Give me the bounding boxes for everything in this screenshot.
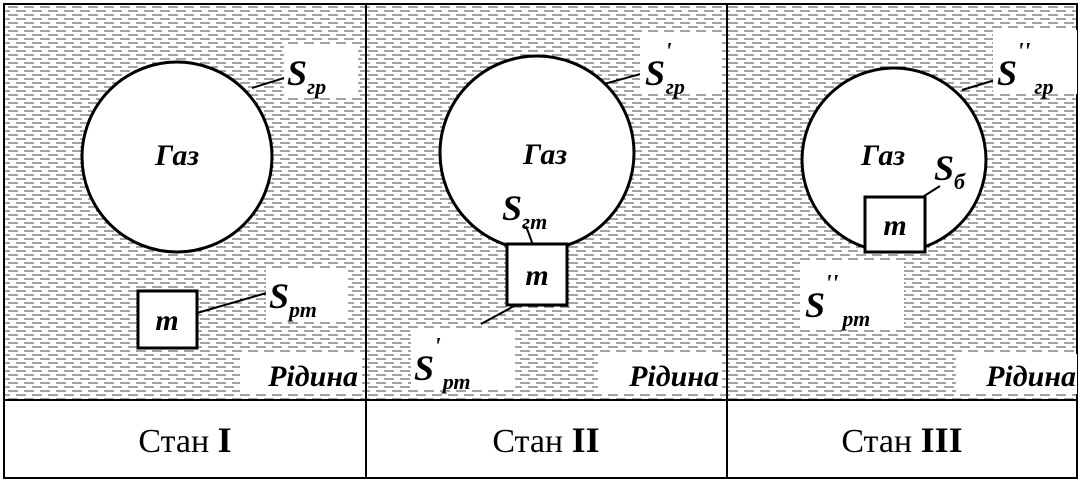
surface-label-gas-liquid-2: S'гр — [645, 39, 685, 99]
surface-label-liquid-solid-1: Sрт — [269, 276, 317, 322]
label-bg-liquid-2 — [598, 354, 722, 394]
leader-srt-2 — [480, 304, 517, 325]
surface-label-gas-liquid-3: S''гр — [997, 39, 1054, 99]
state-3-panel: Газ S''гр Sб m S''рт Рідина — [800, 30, 1077, 394]
solid-block-2 — [505, 242, 569, 307]
caption-band — [4, 400, 1077, 478]
mass-label-1: m — [155, 304, 178, 337]
label-bg-sgr-3 — [993, 30, 1077, 94]
state-1-panel: Газ Sгр m Sрт Рідина — [80, 45, 362, 394]
surface-label-bubble-solid-3: Sб — [934, 148, 966, 194]
gas-label-3: Газ — [860, 139, 905, 172]
gas-label-1: Газ — [154, 139, 199, 172]
label-bg-srt-2 — [411, 328, 515, 390]
liquid-label-3: Рідина — [985, 360, 1076, 393]
label-bg-liquid-3 — [956, 354, 1077, 394]
caption-state-2: Стан II — [492, 420, 599, 460]
solid-block-3 — [863, 195, 927, 254]
solid-block-1 — [136, 289, 199, 350]
label-bg-sgr-2 — [640, 32, 722, 94]
mass-label-2: m — [525, 259, 548, 292]
outer-frame — [3, 3, 1078, 479]
gas-bubble-1 — [80, 60, 274, 254]
caption-state-1: Стан I — [138, 420, 231, 460]
label-bg-sgr-1 — [284, 45, 358, 97]
surface-label-liquid-solid-3: S''рт — [805, 271, 870, 331]
leader-srt-1 — [196, 291, 271, 314]
state-2-panel: Газ S'гр Sгт m S'рт Рідина — [411, 32, 722, 394]
label-bg-srt-1 — [266, 268, 348, 320]
liquid-label-2: Рідина — [628, 360, 719, 393]
label-bg-liquid-1 — [240, 354, 362, 394]
mass-label-3: m — [883, 209, 906, 242]
label-bg-srt-3 — [800, 262, 904, 328]
surface-label-liquid-solid-2: S'рт — [414, 334, 471, 394]
liquid-label-1: Рідина — [267, 360, 358, 393]
caption-state-3: Стан III — [841, 420, 962, 460]
gas-label-2: Газ — [522, 138, 567, 171]
surface-label-gas-liquid-1: Sгр — [287, 53, 326, 99]
surface-label-gas-solid-2: Sгт — [502, 188, 547, 234]
